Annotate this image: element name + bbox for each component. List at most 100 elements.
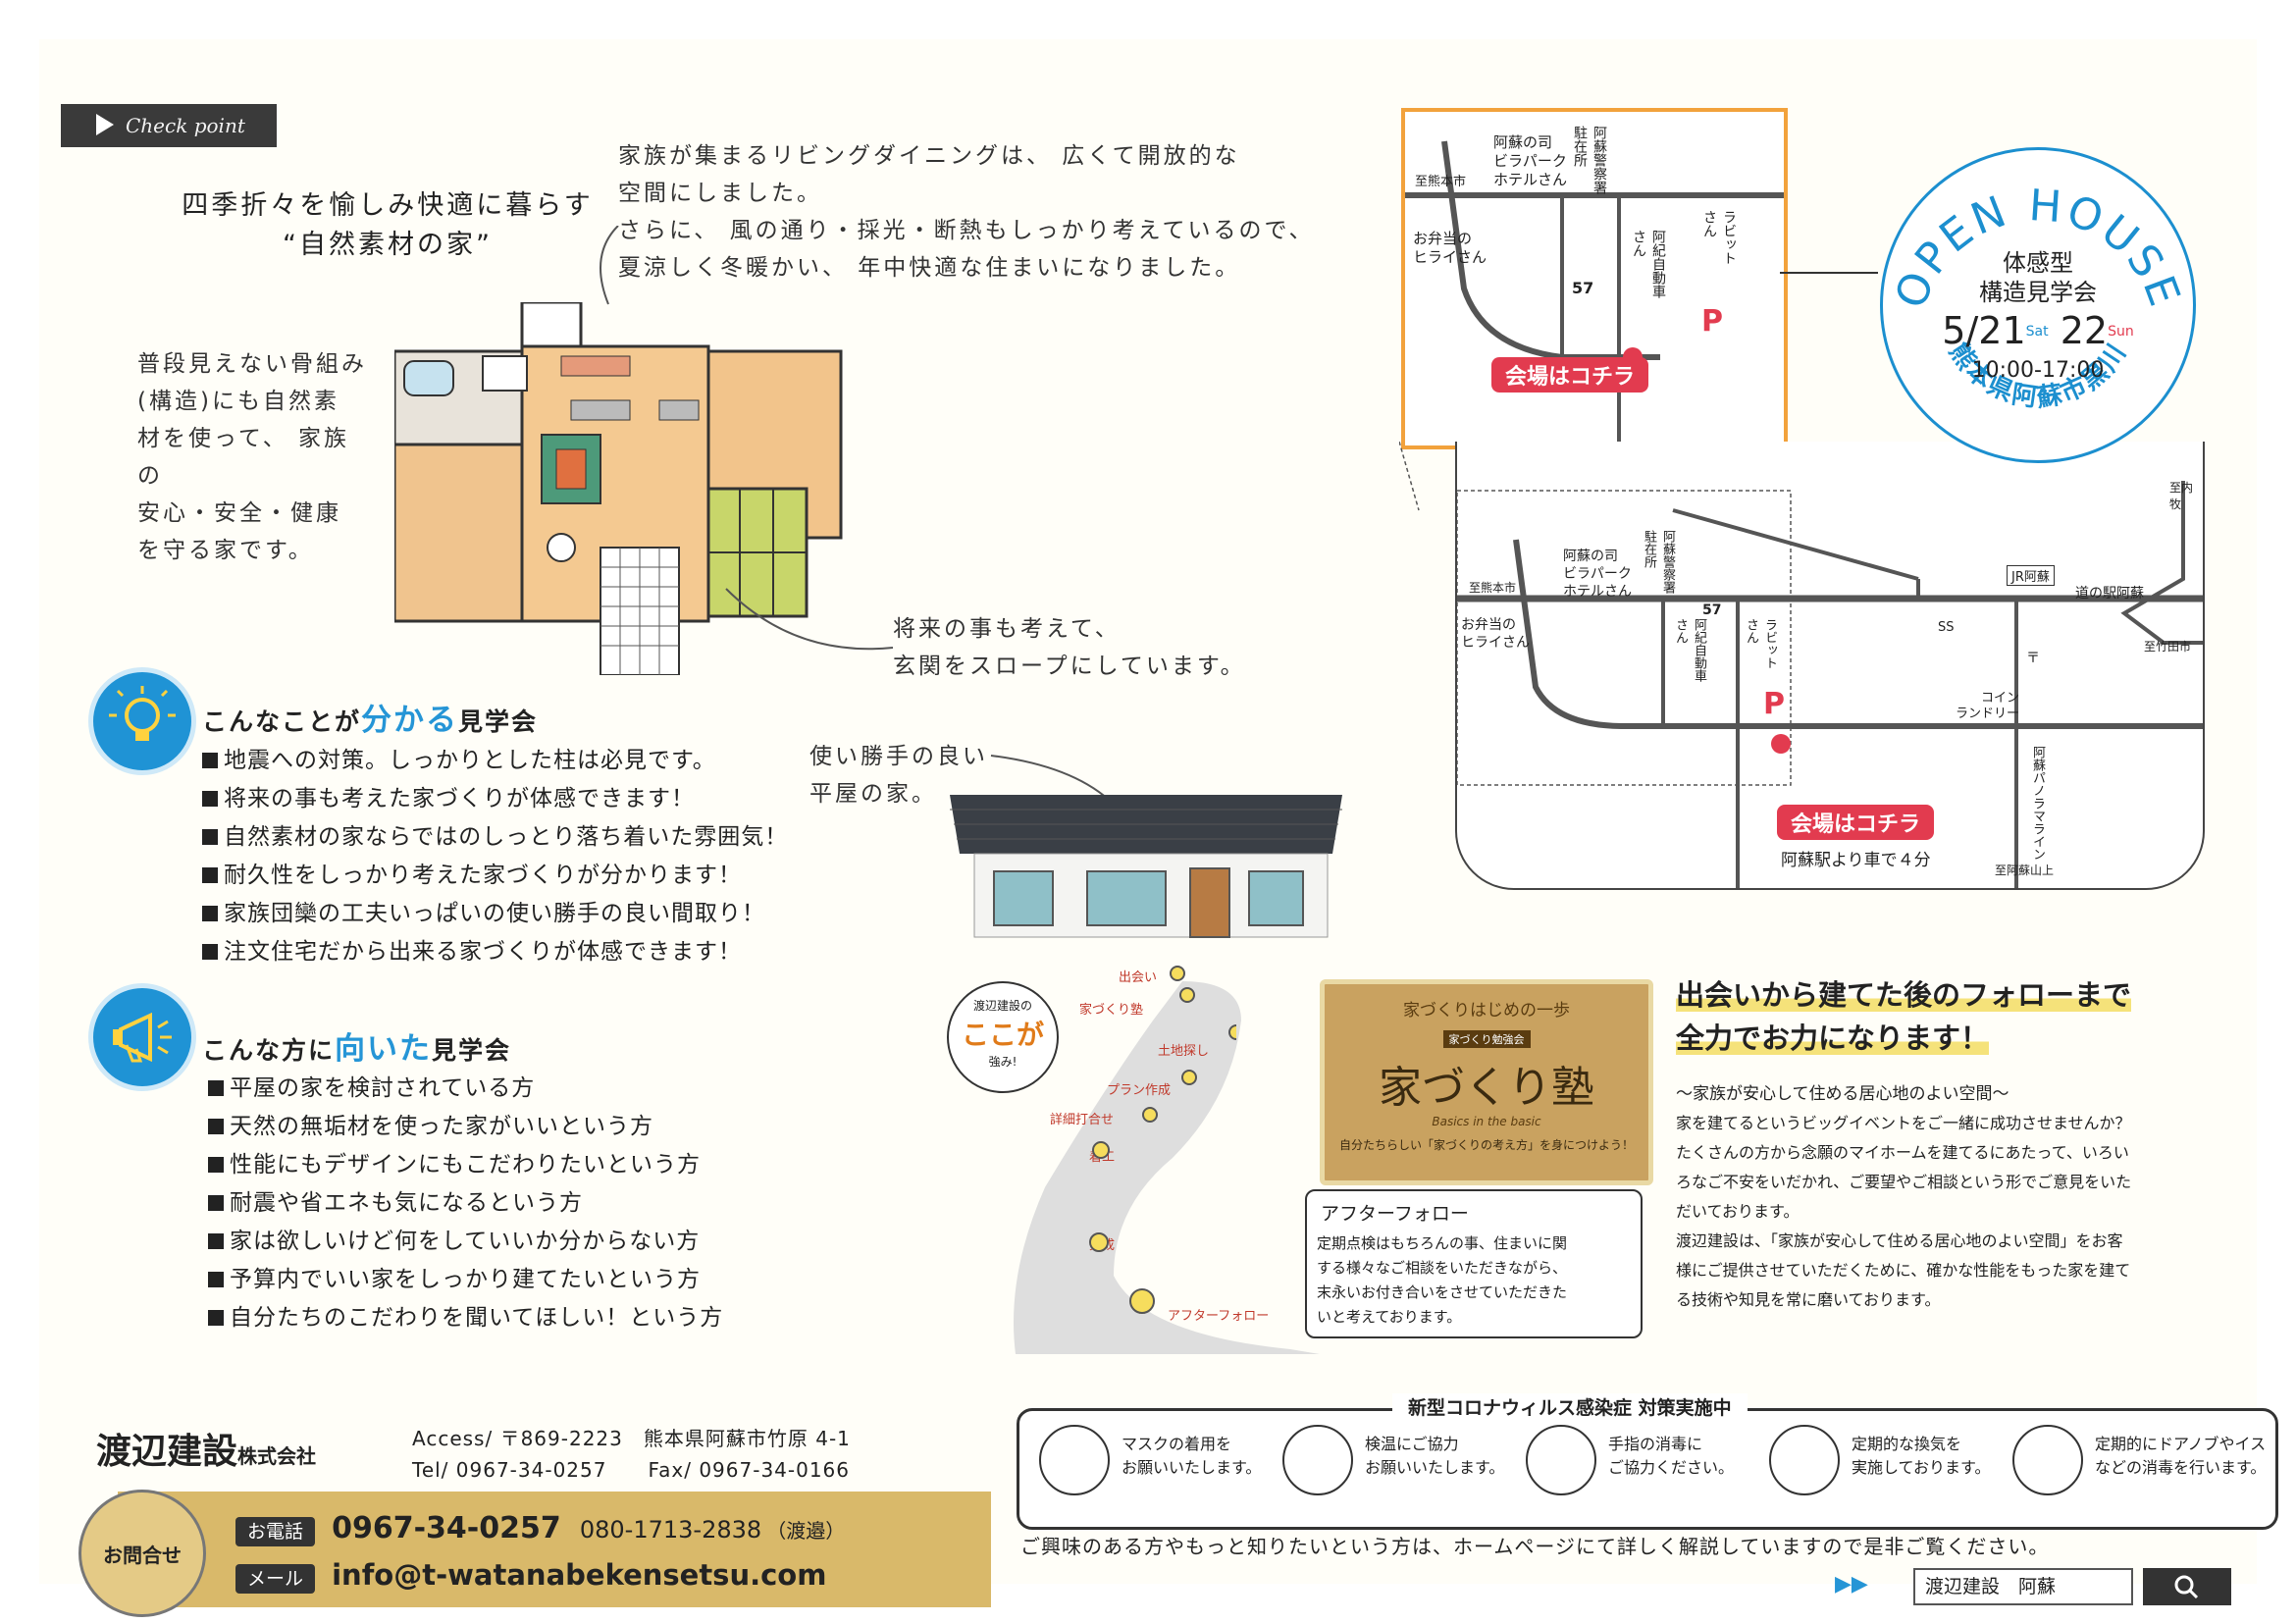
journey-pins <box>1089 966 1236 1314</box>
map-small: 阿蘇の司ビラパークホテルさん 阿蘇警察署駐在所 至熊本市 お弁当のヒライさん 5… <box>1401 108 1788 449</box>
headline: 四季折々を愉しみ快適に暮らす “自然素材の家” <box>142 186 633 265</box>
map-large: 阿蘇の司ビラパークホテルさん 阿蘇警察署駐在所 至熊本市 お弁当のヒライさん 5… <box>1455 442 2205 890</box>
section2-highlight: 向いた <box>335 1031 433 1067</box>
headline-line2: “自然素材の家” <box>283 230 493 260</box>
thermometer-icon <box>1282 1425 1353 1495</box>
covid-item-ventilation: 定期的な換気を実施しております。 <box>1769 1425 2005 1495</box>
covid-item-temp: 検温にご協力お願いいたします。 <box>1282 1425 1518 1495</box>
search-button[interactable] <box>2143 1568 2231 1605</box>
map-large-takeda: 至竹田市 <box>2144 640 2192 654</box>
stop-label: アフターフォロー <box>1168 1309 1270 1324</box>
juku-card[interactable]: 家づくりはじめの一歩 家づくり勉強会 家づくり塾 Basics in the b… <box>1320 979 1653 1185</box>
map-openhouse-connector <box>1780 272 1878 274</box>
lightbulb-icon <box>88 667 196 775</box>
headline-line1: 四季折々を愉しみ快適に暮らす <box>182 190 594 221</box>
map-small-bento: お弁当のヒライさん <box>1413 230 1487 266</box>
mail-label: メール <box>235 1564 316 1594</box>
follow-heading: 出会いから建てた後のフォローまで 全力でお力になります！ <box>1676 978 2132 1055</box>
note-hiraya: 使い勝手の良い 平屋の家。 <box>809 738 1045 812</box>
company-name: 渡辺建設株式会社 <box>96 1432 317 1472</box>
map-large-roads <box>1457 481 2203 888</box>
map-small-parking: P <box>1701 304 1723 339</box>
section2-list: 平屋の家を検討されている方 天然の無垢材を使った家がいいという方 性能にもデザイ… <box>208 1070 895 1337</box>
play-icon <box>96 114 114 135</box>
covid-title: 新型コロナウィルス感染症 対策実施中 <box>1392 1393 1748 1420</box>
map-large-car: 阿紀自動車さん <box>1673 618 1706 682</box>
note-line: 夏涼しく冬暖かい、 年中快適な住まいになりました。 <box>618 255 1241 281</box>
note-pointer-line <box>600 226 619 305</box>
checkpoint-label: Check point <box>126 114 245 137</box>
map-large-rabbit: ラビットさん <box>1744 618 1777 669</box>
note-living: 家族が集まるリビングダイニングは、 広くて開放的な 空間にしました。 さらに、 … <box>618 137 1344 287</box>
after-follow-text: 定期点検はもちろんの事、住まいに関する様々なご相談をいただきながら、末永いお付き… <box>1317 1234 1568 1326</box>
strength-badge: 渡辺建設の ここが 強み! <box>947 981 1059 1093</box>
search-icon <box>2174 1575 2199 1599</box>
section1-pre: こんなことが <box>202 707 362 736</box>
map-large-route: 57 <box>1702 602 1722 618</box>
list-item: 将来の事も考えた家づくりが体感できます！ <box>202 780 909 818</box>
covid-box: 新型コロナウィルス感染症 対策実施中 マスクの着用をお願いいたします。 検温にご… <box>1017 1393 2278 1530</box>
juku-title: 家づくり塾 <box>1379 1063 1594 1113</box>
map-large-bento: お弁当のヒライさん <box>1461 617 1530 651</box>
map-large-parking: P <box>1763 687 1785 721</box>
note-line: 安心・安全・健康 <box>137 500 341 526</box>
map-small-route: 57 <box>1572 279 1594 297</box>
stop-label: 家づくり塾 <box>1079 1003 1144 1018</box>
note-line: (構造)にも自然素 <box>137 389 339 414</box>
map-small-hotel: 阿蘇の司ビラパークホテルさん <box>1493 133 1568 188</box>
map-small-venue: 会場はコチラ <box>1491 357 1649 393</box>
covid-item-sanitize: 手指の消毒にご協力ください。 <box>1526 1425 1761 1495</box>
map-large-panorama: 阿蘇パノラマライン <box>2030 746 2045 861</box>
follow-subtitle: 〜家族が安心して住める居心地のよい空間〜 <box>1676 1084 2009 1104</box>
slope-pointer-line <box>725 588 894 651</box>
note-line: 平屋の家。 <box>809 781 937 807</box>
journey-road <box>1014 981 1320 1354</box>
map-large-michinoeki: 道の駅阿蘇 <box>2075 586 2144 602</box>
open-house-time: 10:00-17:00 <box>1971 358 2105 383</box>
list-item: 自分たちのこだわりを聞いてほしい！という方 <box>208 1299 895 1337</box>
note-line: さらに、 風の通り・採光・断熱もしっかり考えているので、 <box>618 218 1315 243</box>
list-item: 家族団欒の工夫いっぱいの使い勝手の良い間取り！ <box>202 895 909 933</box>
list-item: 天然の無垢材を使った家がいいという方 <box>208 1108 895 1146</box>
map-zoom-connector <box>1399 442 1772 511</box>
search-input[interactable]: 渡辺建設 阿蘇 <box>1913 1568 2133 1605</box>
floor-plan <box>394 302 843 675</box>
note-line: 使い勝手の良い <box>809 744 988 769</box>
juku-sub: Basics in the basic <box>1432 1115 1541 1128</box>
list-item: 家は欲しいけど何をしていいか分からない方 <box>208 1223 895 1261</box>
list-item: 予算内でいい家をしっかり建てたいという方 <box>208 1261 895 1299</box>
covid-item-disinfect: 定期的にドアノブやイスなどの消毒を行います。 <box>2012 1425 2268 1495</box>
stop-label: プラン作成 <box>1107 1083 1172 1098</box>
sanitizer-icon <box>1526 1425 1596 1495</box>
spray-icon <box>2012 1425 2083 1495</box>
mobile-number[interactable]: 080-1713-2838 <box>579 1516 762 1544</box>
note-line: 玄関をスロープにしています。 <box>893 654 1246 679</box>
section2-post: 見学会 <box>432 1036 512 1065</box>
list-item: 耐震や省エネも気になるという方 <box>208 1184 895 1223</box>
map-large-police: 阿蘇警察署駐在所 <box>1642 530 1675 594</box>
section1-highlight: 分かる <box>361 703 459 738</box>
company-info: Access/ 〒869-2223 熊本県阿蘇市竹原 4-1 Tel/ 0967… <box>412 1427 851 1482</box>
open-house-arc: OPEN HOUSE 熊本県阿蘇市黒川 <box>1886 181 2188 413</box>
mail-address[interactable]: info@t-watanabekensetsu.com <box>332 1558 827 1592</box>
house-illustration <box>950 795 1342 938</box>
window-icon <box>1769 1425 1840 1495</box>
checkpoint-tab: Check point <box>61 104 277 147</box>
map-large-ss: SS <box>1938 620 1955 635</box>
list-item: 注文住宅だから出来る家づくりが体感できます！ <box>202 933 909 971</box>
map-large-hotel: 阿蘇の司ビラパークホテルさん <box>1563 549 1632 600</box>
after-follow-box: アフターフォロー 定期点検はもちろんの事、住まいに関する様々なご相談をいただきな… <box>1305 1189 1643 1338</box>
covid-item-mask: マスクの着用をお願いいたします。 <box>1039 1425 1275 1495</box>
hiraya-pointer-line <box>990 755 1110 801</box>
map-large-asosan: 至阿蘇山上 <box>1995 864 2055 877</box>
phone-number[interactable]: 0967-34-0257 <box>332 1511 561 1545</box>
stop-label: 詳細打合せ <box>1050 1113 1115 1127</box>
map-small-kumamoto: 至熊本市 <box>1415 175 1467 189</box>
megaphone-icon <box>88 983 196 1091</box>
contact-mail-row: メール info@t-watanabekensetsu.com <box>235 1558 827 1594</box>
open-house-dates: 5/21Sat 22Sun <box>1942 309 2134 352</box>
stop-label: 出会い <box>1119 970 1158 985</box>
flyer-page: Check point 四季折々を愉しみ快適に暮らす “自然素材の家” 家族が集… <box>39 39 2278 1617</box>
contact-badge: お問合せ <box>78 1490 206 1617</box>
map-large-station-note: 阿蘇駅より車で４分 <box>1781 851 1931 870</box>
